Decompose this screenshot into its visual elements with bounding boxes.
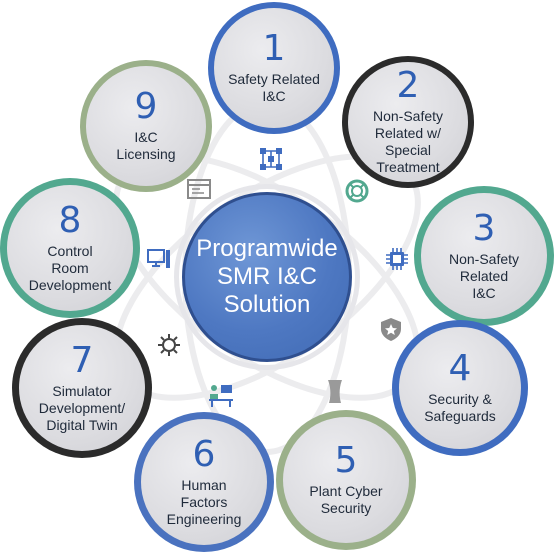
node-3: 3 Non-Safety Related I&C (414, 186, 554, 326)
node-6-label: Human Factors Engineering (166, 476, 242, 527)
node-8-number: 8 (58, 199, 82, 241)
cooling-tower-icon (328, 380, 342, 403)
node-4-label: Security & Safeguards (424, 391, 496, 424)
node-2-label: Non-Safety Related w/ Special Treatment (372, 108, 444, 175)
node-9-label: I&C Licensing (116, 129, 176, 162)
life-ring-icon (345, 179, 369, 203)
node-7-number: 7 (70, 339, 94, 381)
operator-desk-icon (209, 385, 233, 407)
node-5-label: Plant Cyber Security (309, 483, 383, 516)
node-6: 6 Human Factors Engineering (134, 412, 274, 552)
node-5: 5 Plant Cyber Security (276, 410, 416, 550)
node-9-circle: 9 I&C Licensing (86, 66, 206, 186)
node-7: 7 Simulator Development/ Digital Twin (12, 318, 152, 458)
node-8-label: Control Room Development (28, 242, 112, 293)
node-1-number: 1 (262, 28, 286, 69)
node-1: 1 Safety Related I&C (208, 2, 340, 134)
node-3-label: Non-Safety Related I&C (448, 250, 520, 301)
node-8-circle: 8 Control Room Development (7, 185, 133, 311)
node-2-number: 2 (396, 65, 420, 106)
node-1-circle: 1 Safety Related I&C (214, 8, 334, 128)
node-6-number: 6 (192, 433, 216, 475)
node-7-label: Simulator Development/ Digital Twin (38, 382, 126, 433)
node-4-circle: 4 Security & Safeguards (399, 327, 521, 449)
node-5-number: 5 (334, 440, 358, 481)
node-2-circle: 2 Non-Safety Related w/ Special Treatmen… (348, 62, 468, 182)
node-9: 9 I&C Licensing (80, 60, 212, 192)
circuit-network-icon (260, 148, 282, 170)
node-9-number: 9 (134, 86, 158, 127)
node-3-number: 3 (472, 207, 496, 249)
node-5-circle: 5 Plant Cyber Security (283, 417, 409, 543)
computer-icon (147, 249, 170, 268)
node-6-circle: 6 Human Factors Engineering (141, 419, 267, 545)
node-4: 4 Security & Safeguards (392, 320, 528, 456)
center-label: Programwide SMR I&C Solution (196, 235, 338, 318)
center-hub: Programwide SMR I&C Solution (174, 184, 360, 370)
node-3-circle: 3 Non-Safety Related I&C (421, 193, 547, 319)
chip-icon (386, 248, 408, 270)
node-7-circle: 7 Simulator Development/ Digital Twin (19, 325, 145, 451)
document-window-icon (187, 179, 211, 199)
gear-icon (158, 334, 180, 356)
shield-star-icon (381, 318, 401, 341)
node-2: 2 Non-Safety Related w/ Special Treatmen… (342, 56, 474, 188)
node-1-label: Safety Related I&C (228, 71, 320, 104)
center-circle: Programwide SMR I&C Solution (182, 192, 352, 362)
node-8: 8 Control Room Development (0, 178, 140, 318)
node-4-number: 4 (448, 348, 472, 389)
